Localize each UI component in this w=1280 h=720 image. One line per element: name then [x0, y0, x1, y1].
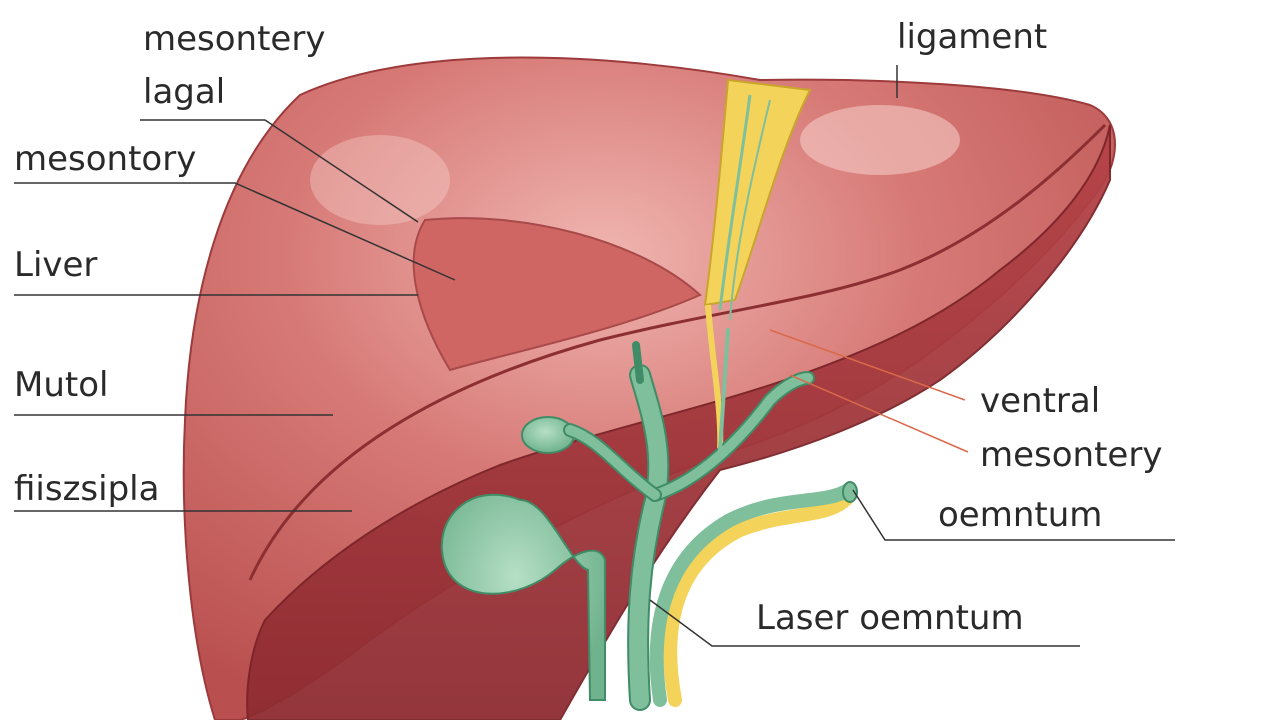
liver-highlight	[310, 135, 450, 225]
liver-edge	[248, 123, 1107, 581]
leader-line-ventral	[769, 329, 966, 401]
ligament-vessel	[729, 99, 771, 321]
label-mesontery-right: mesontery	[980, 435, 1163, 475]
ligament-vessel	[718, 94, 752, 311]
leader-lines	[14, 65, 1175, 647]
omentum-end	[842, 481, 858, 503]
label-mesontery-top: mesontery	[143, 19, 326, 59]
leader-line-mesontory	[14, 182, 456, 281]
label-oemntum: oemntum	[938, 495, 1103, 535]
liver-lobe-flap	[412, 217, 702, 372]
label-mesontory: mesontory	[14, 139, 197, 179]
leader-line-ventral-mesontery	[789, 374, 969, 453]
label-mutol: Mutol	[14, 365, 109, 405]
label-fiiszsipla: fiiszsipla	[14, 469, 160, 509]
label-ligament: ligament	[897, 17, 1048, 57]
gallbladder	[440, 493, 606, 701]
liver-highlight	[800, 105, 960, 175]
leader-lines-accent	[769, 329, 969, 453]
leader-line-oemntum	[852, 489, 1175, 541]
bile-duct-tree	[563, 328, 815, 711]
omentum-band-yellow	[663, 488, 857, 707]
label-lagal: lagal	[143, 72, 226, 112]
leader-line-mesontery-top	[140, 119, 419, 223]
leader-line-laser-oemntum	[649, 599, 1080, 647]
omentum-band-green	[649, 483, 855, 707]
label-laser-oemntum: Laser oemntum	[756, 598, 1024, 638]
label-liver: Liver	[14, 245, 98, 285]
label-ventral: ventral	[980, 381, 1101, 421]
